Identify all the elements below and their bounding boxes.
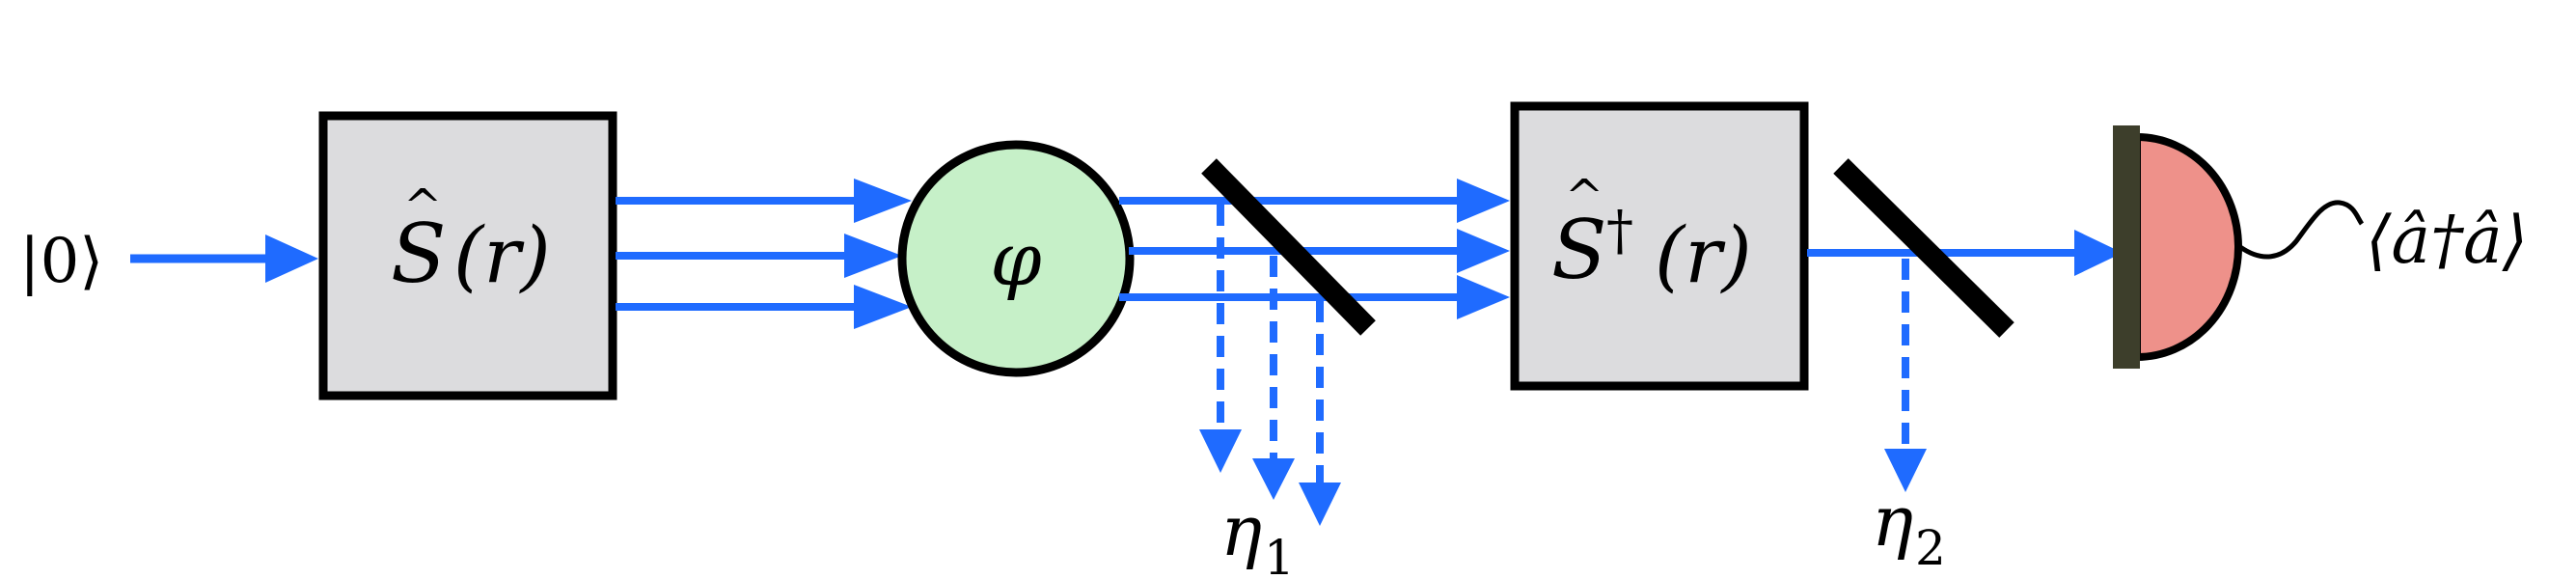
input-state-label: |0⟩	[19, 226, 103, 297]
phase-symbol: φ	[990, 216, 1041, 302]
output-beam	[1807, 230, 2123, 276]
loss-1-label: η 1	[1220, 490, 1295, 579]
squeezed-beams	[616, 179, 912, 329]
loss-2-subscript: 2	[1915, 520, 1946, 576]
loss-2-symbol: η	[1872, 481, 1913, 562]
photodetector	[2113, 125, 2365, 369]
loss-2-label: η 2	[1872, 481, 1946, 576]
squeeze-operator-symbol: S	[391, 207, 447, 301]
loss-1-symbol: η	[1220, 490, 1262, 571]
loss-channel-1-beams	[1199, 205, 1341, 526]
unsqueeze-hat: ^	[1565, 170, 1603, 224]
unsqueeze-argument: (r)	[1655, 210, 1752, 300]
detector-signal-wire	[2238, 200, 2365, 260]
input-beam	[130, 234, 318, 283]
unsqueeze-operator-box: ^ S † (r)	[1510, 101, 1809, 391]
beam-splitter-2	[1833, 158, 2014, 338]
phase-shifted-beams	[1119, 179, 1510, 319]
dagger-symbol: †	[1606, 200, 1633, 262]
detector-plate	[2113, 125, 2140, 369]
measurement-label: ⟨â†â⟩	[2366, 203, 2528, 279]
squeeze-operator-box: ^ S (r)	[318, 111, 617, 400]
squeeze-argument: (r)	[453, 210, 551, 300]
beam-splitter-1	[1201, 158, 1376, 336]
loss-1-subscript: 1	[1264, 530, 1295, 579]
unsqueeze-operator-symbol: S	[1551, 203, 1607, 297]
loss-channel-2-beam	[1884, 259, 1927, 492]
phase-shift-element: φ	[897, 140, 1135, 377]
squeeze-hat: ^	[403, 179, 442, 234]
